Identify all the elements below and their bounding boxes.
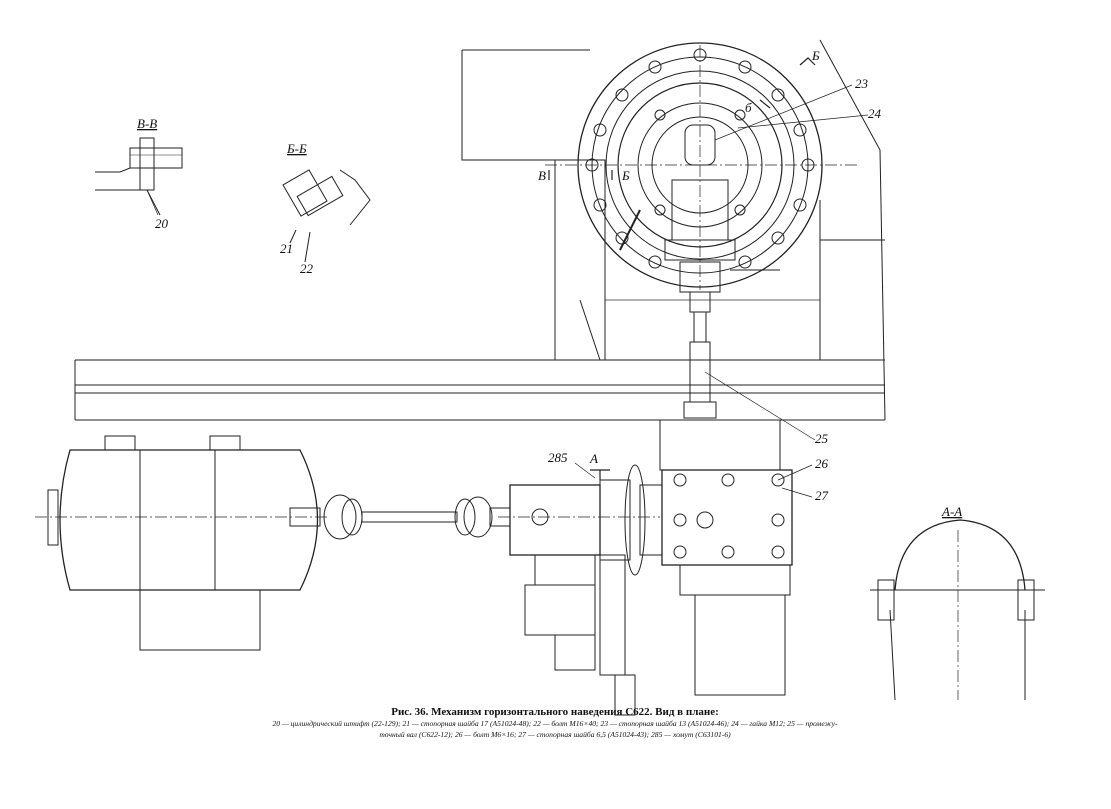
section-b-b <box>282 169 371 263</box>
section-mark-v: В <box>538 168 546 183</box>
electric-motor <box>35 435 330 651</box>
callout-21: 21 <box>280 241 293 256</box>
figure-caption: Рис. 36. Механизм горизонтального наведе… <box>40 706 1070 739</box>
section-title-a-a: А-А <box>941 504 962 519</box>
caption-line-1: 20 — цилиндрический штифт (22-129); 21 —… <box>272 719 838 728</box>
intermediate-shaft <box>679 261 721 419</box>
caption-line-2: точный вал (С622-12); 26 — болт М6×16; 2… <box>379 729 731 739</box>
callout-27: 27 <box>815 488 829 503</box>
section-v-v <box>95 137 183 216</box>
callout-20: 20 <box>155 216 169 231</box>
coupling-shaft <box>289 494 511 540</box>
gearbox <box>659 419 793 696</box>
worm-reducer <box>498 464 663 716</box>
caption-title: Рис. 36. Механизм горизонтального наведе… <box>391 706 719 718</box>
callout-285: 285 <box>548 450 568 465</box>
section-mark-a: А <box>589 451 598 466</box>
callout-22: 22 <box>300 261 314 276</box>
callout-26: 26 <box>815 456 829 471</box>
section-a-a <box>870 519 1045 701</box>
slewing-ring <box>545 42 860 290</box>
section-markers <box>548 57 816 480</box>
section-title-v-v: В-В <box>137 116 157 131</box>
section-title-b-b: Б-Б <box>286 141 307 156</box>
leader-lines <box>146 84 869 498</box>
section-mark-b: Б <box>621 168 630 183</box>
section-mark-b-small: б <box>745 100 752 115</box>
callout-25: 25 <box>815 431 829 446</box>
frame-outline <box>74 39 886 421</box>
callout-24: 24 <box>868 106 882 121</box>
callout-23: 23 <box>855 76 869 91</box>
section-mark-b-top: Б <box>811 48 820 63</box>
